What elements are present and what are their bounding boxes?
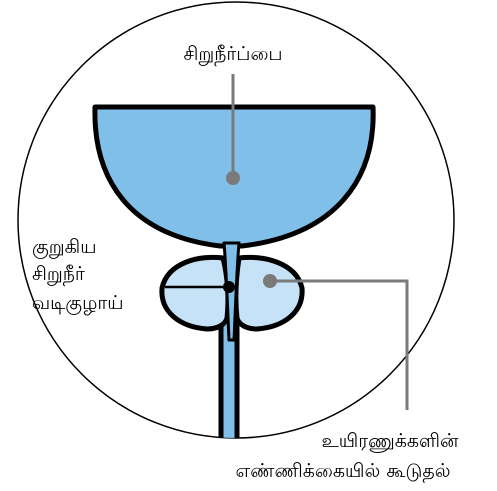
urethra-label-line3: வடிகுழாய் xyxy=(32,292,124,315)
bladder-pointer-dot xyxy=(226,171,240,185)
prostate-label-line2: எண்ணிக்கையில் கூடுதல் xyxy=(235,460,450,483)
bladder-label: சிறுநீர்ப்பை xyxy=(183,43,282,66)
urethra-label-line2: சிறுநீர் xyxy=(32,263,85,286)
prostate-pointer-dot xyxy=(263,274,277,288)
prostate-right-lobe xyxy=(236,257,302,329)
urethra-pointer-dot xyxy=(223,281,235,293)
prostate-left-lobe xyxy=(162,257,228,329)
prostate-label-line1: உயிரணுக்களின் xyxy=(322,430,460,453)
urethra-label-line1: குறுகிய xyxy=(32,236,97,259)
